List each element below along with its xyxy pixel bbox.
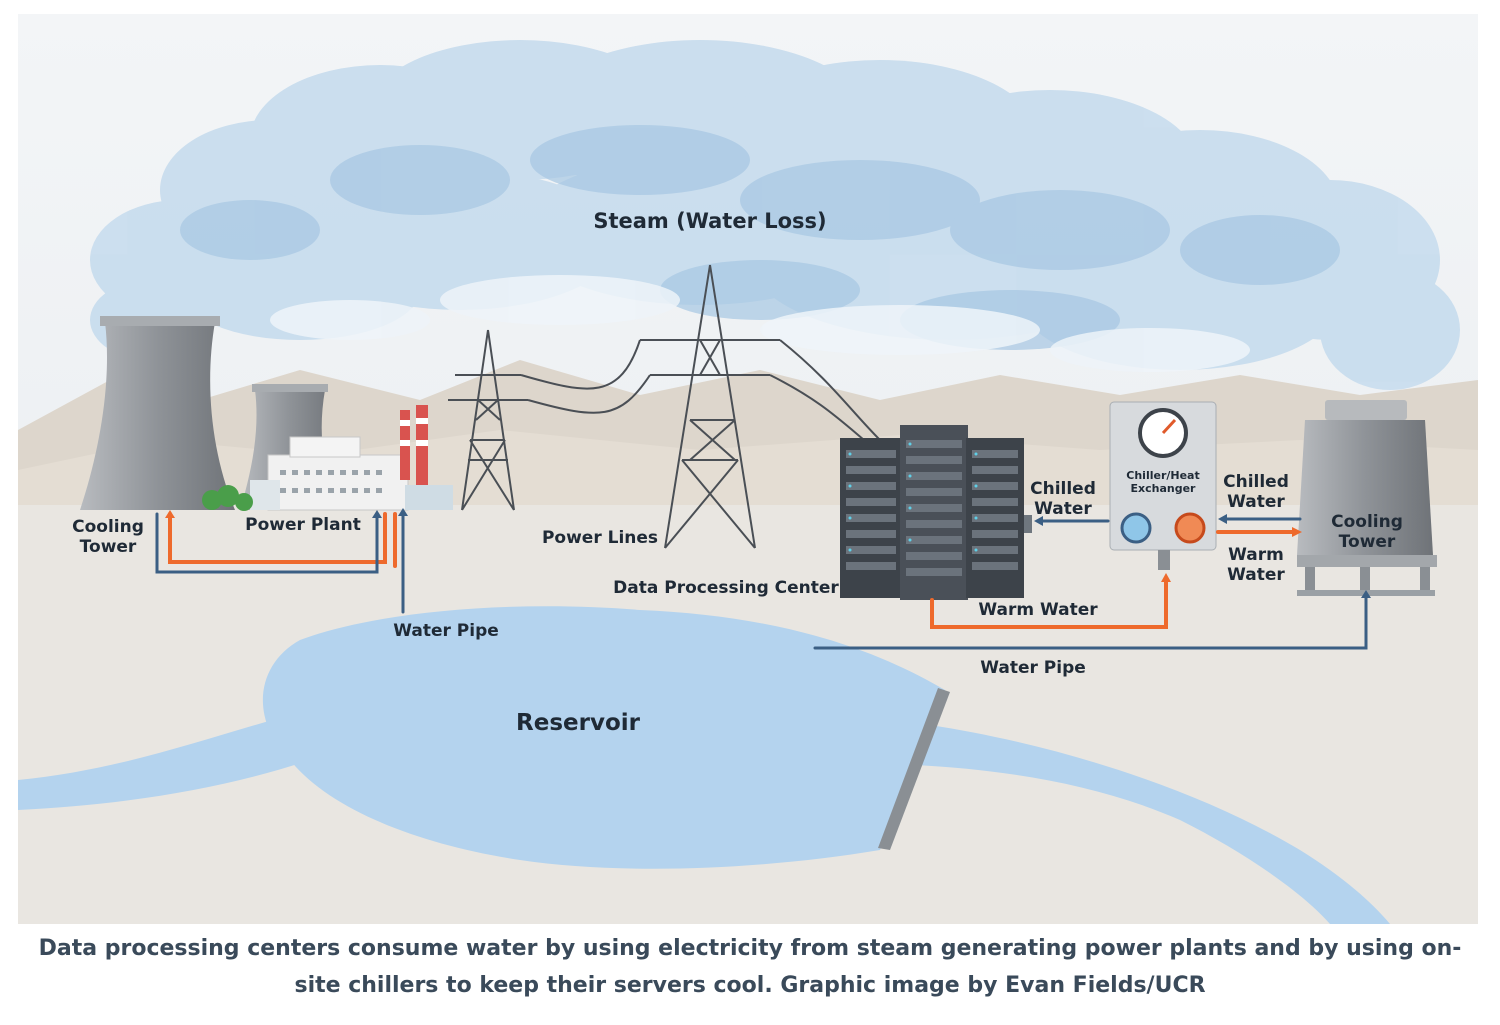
water-pipe-left-label: Water Pipe bbox=[393, 621, 499, 641]
chilled-water-right-label-line2: Water bbox=[1227, 492, 1285, 512]
warm-water-right-label-line1: Warm bbox=[1228, 545, 1284, 565]
cooling-tower-right-label-line2: Tower bbox=[1339, 532, 1396, 552]
river bbox=[18, 715, 310, 810]
left-pipes bbox=[155, 508, 408, 614]
power-plant bbox=[202, 405, 453, 511]
steam-clouds-highlight bbox=[270, 275, 1250, 372]
cooling-tower-right-label-line1: Cooling bbox=[1331, 512, 1403, 532]
figure-caption: Data processing centers consume water by… bbox=[38, 936, 1462, 998]
data-center-servers bbox=[840, 425, 1032, 600]
dam bbox=[878, 688, 950, 850]
chiller-label-line1: Chiller/Heat bbox=[1126, 469, 1199, 482]
power-lines-label: Power Lines bbox=[542, 528, 658, 548]
power-line-towers bbox=[448, 264, 881, 549]
warm-water-right-label-line2: Water bbox=[1227, 565, 1285, 585]
data-center-label: Data Processing Center bbox=[613, 578, 839, 598]
steam-clouds-shading bbox=[180, 125, 1340, 350]
steam-label: Steam (Water Loss) bbox=[593, 209, 826, 233]
power-plant-label: Power Plant bbox=[245, 515, 361, 535]
cooling-tower-left-label-line1: Cooling bbox=[72, 517, 144, 537]
chilled-water-left-label-line2: Water bbox=[1034, 499, 1092, 519]
cooling-tower-left-label-line2: Tower bbox=[80, 537, 137, 557]
chiller-label-line2: Exchanger bbox=[1131, 482, 1197, 495]
chilled-water-left-label-line1: Chilled bbox=[1030, 479, 1096, 499]
chilled-water-right-label-line1: Chilled bbox=[1223, 472, 1289, 492]
right-cooling-tower bbox=[1297, 400, 1437, 596]
water-pipe-right-label: Water Pipe bbox=[980, 658, 1086, 678]
reservoir-label: Reservoir bbox=[516, 710, 641, 736]
right-pipes bbox=[813, 514, 1371, 650]
warm-water-bottom-label: Warm Water bbox=[978, 600, 1098, 620]
river-right bbox=[915, 725, 1390, 924]
chiller-heat-exchanger bbox=[1109, 401, 1217, 570]
reservoir-lake bbox=[262, 606, 945, 869]
